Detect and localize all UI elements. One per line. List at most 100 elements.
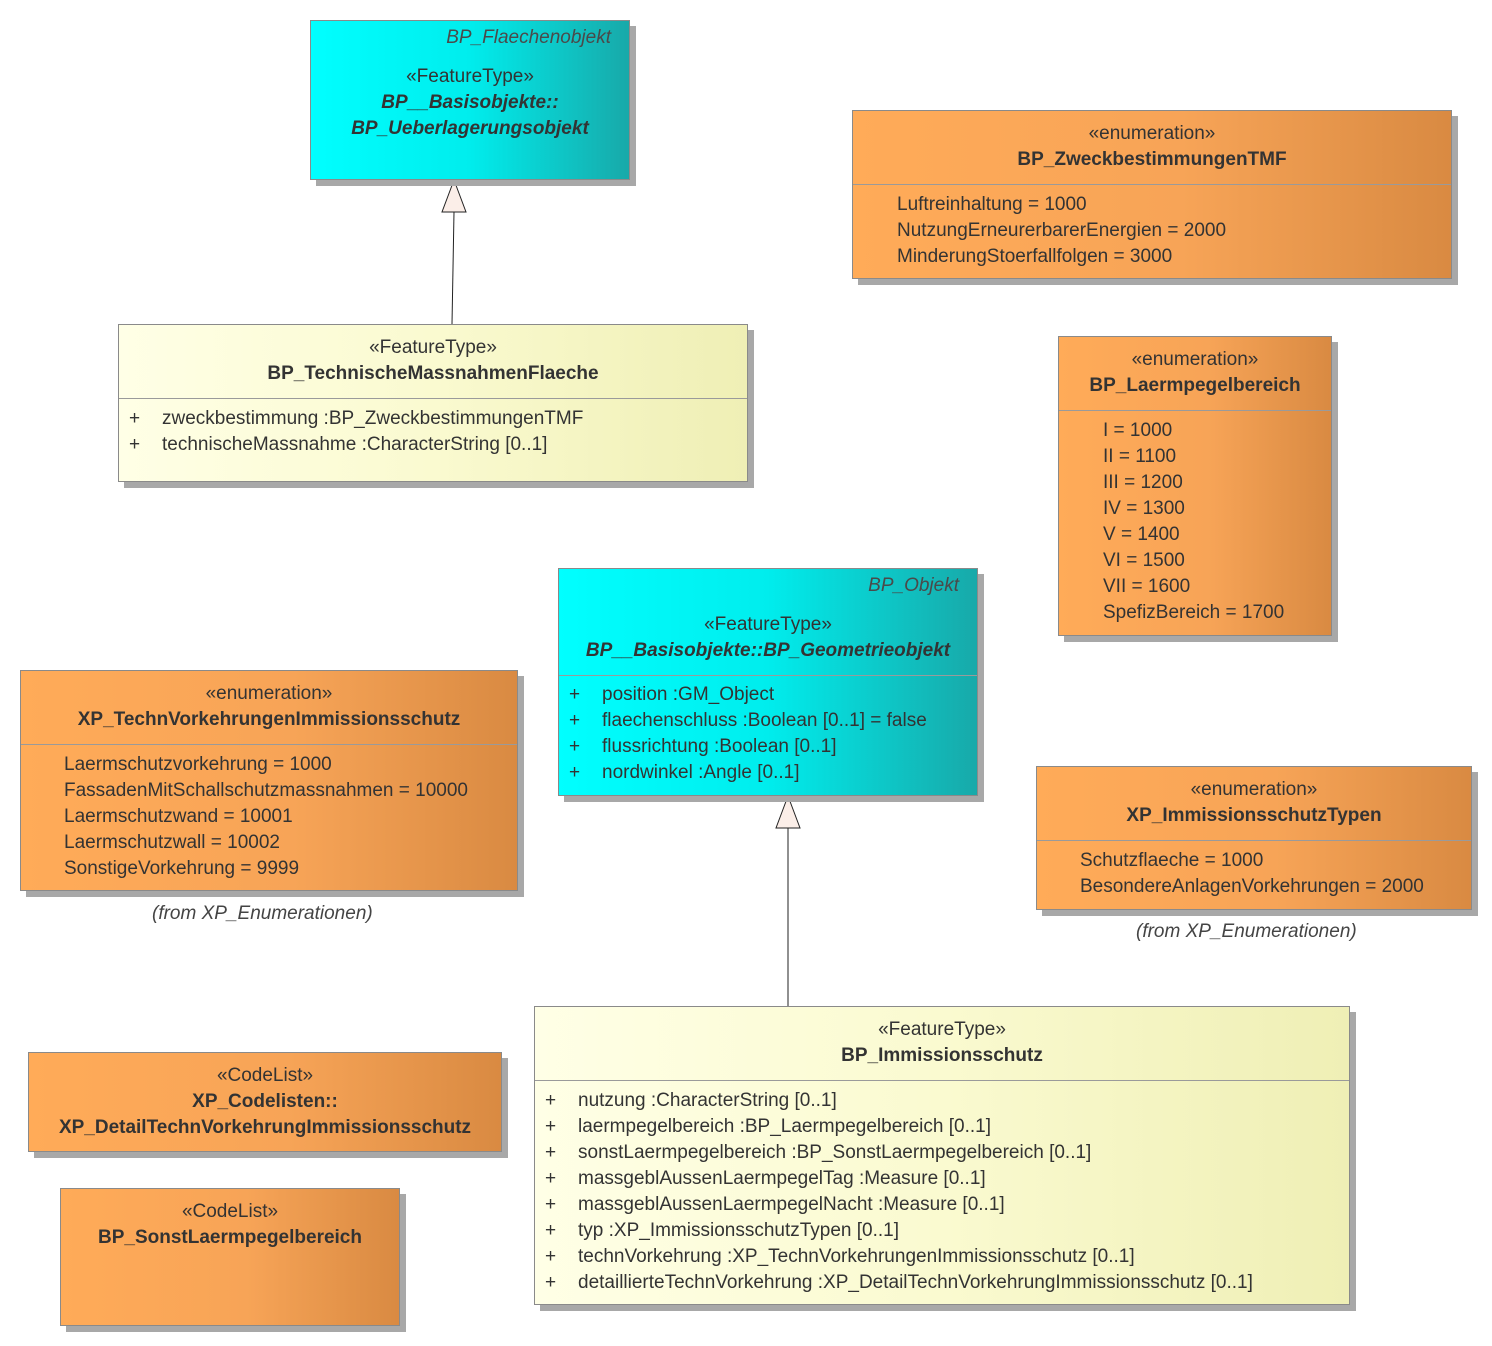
class-name-line2: BP_Ueberlagerungsobjekt [351, 118, 589, 139]
attribute-row: + technischeMassnahme :CharacterString [… [119, 432, 747, 458]
class-name: BP_Immissionsschutz [841, 1045, 1043, 1066]
enum-name: XP_TechnVorkehrungenImmissionsschutz [77, 709, 461, 730]
codelist-sonst-laermpegelbereich[interactable]: «CodeList» BP_SonstLaermpegelbereich [60, 1188, 400, 1326]
visibility-marker: + [569, 684, 581, 705]
class-name-line1: BP__Basisobjekte:: [381, 92, 559, 113]
enum-immissionsschutz-typen[interactable]: «enumeration» XP_ImmissionsschutzTypen S… [1036, 766, 1472, 910]
enum-zweckbestimmungen-tmf[interactable]: «enumeration» BP_ZweckbestimmungenTMF Lu… [852, 110, 1452, 279]
compartment-divider [853, 184, 1451, 185]
enum-laermpegelbereich[interactable]: «enumeration» BP_Laermpegelbereich I = 1… [1058, 336, 1332, 636]
visibility-marker: + [545, 1246, 557, 1267]
package-note: (from XP_Enumerationen) [1136, 921, 1357, 942]
enum-literal: Laermschutzwand = 10001 [64, 806, 293, 827]
attribute-row: + nutzung :CharacterString [0..1] [535, 1088, 1349, 1114]
enum-techn-vorkehrungen-immissionsschutz[interactable]: «enumeration» XP_TechnVorkehrungenImmiss… [20, 670, 518, 891]
attribute-text: massgeblAussenLaermpegelTag :Measure [0.… [578, 1168, 986, 1189]
attribute-row: + nordwinkel :Angle [0..1] [559, 760, 977, 786]
attribute-text: detaillierteTechnVorkehrung :XP_DetailTe… [578, 1272, 1253, 1293]
enum-literal: BesondereAnlagenVorkehrungen = 2000 [1080, 876, 1424, 897]
stereotype-label: «CodeList» [181, 1201, 279, 1222]
stereotype-label: «FeatureType» [704, 614, 832, 635]
class-ueberlagerungsobjekt[interactable]: BP_Flaechenobjekt «FeatureType» BP__Basi… [310, 20, 630, 180]
parent-class-label: BP_Objekt [868, 575, 959, 596]
attribute-text: nutzung :CharacterString [0..1] [578, 1090, 837, 1111]
compartment-divider [559, 675, 977, 676]
attribute-row: + technVorkehrung :XP_TechnVorkehrungenI… [535, 1244, 1349, 1270]
enum-literal: NutzungErneurerbarerEnergien = 2000 [897, 220, 1227, 241]
stereotype-label: «CodeList» [216, 1065, 314, 1086]
visibility-marker: + [569, 762, 581, 783]
literal-list: Laermschutzvorkehrung = 1000 FassadenMit… [21, 752, 517, 882]
attribute-text: technischeMassnahme :CharacterString [0.… [162, 434, 548, 455]
attribute-text: nordwinkel :Angle [0..1] [602, 762, 800, 783]
attribute-row: + sonstLaermpegelbereich :BP_SonstLaermp… [535, 1140, 1349, 1166]
stereotype-label: «FeatureType» [878, 1019, 1006, 1040]
enum-literal: Schutzflaeche = 1000 [1080, 850, 1264, 871]
attribute-row: + massgeblAussenLaermpegelTag :Measure [… [535, 1166, 1349, 1192]
enum-literal: VII = 1600 [1103, 576, 1191, 597]
class-name: BP_TechnischeMassnahmenFlaeche [267, 363, 599, 384]
enum-name: XP_ImmissionsschutzTypen [1126, 805, 1382, 826]
generalization-arrowhead-immissionsschutz [775, 794, 801, 829]
enum-literal: MinderungStoerfallfolgen = 3000 [897, 246, 1173, 267]
visibility-marker: + [545, 1220, 557, 1241]
stereotype-label: «FeatureType» [369, 337, 497, 358]
attribute-list: + position :GM_Object + flaechenschluss … [559, 682, 977, 786]
literal-list: I = 1000 II = 1100 III = 1200 IV = 1300 … [1059, 418, 1331, 626]
class-name: BP__Basisobjekte::BP_Geometrieobjekt [585, 640, 951, 661]
package-note: (from XP_Enumerationen) [152, 903, 373, 924]
enum-literal: Luftreinhaltung = 1000 [897, 194, 1087, 215]
enum-literal: III = 1200 [1103, 472, 1183, 493]
compartment-divider [1037, 840, 1471, 841]
class-geometrieobjekt[interactable]: BP_Objekt «FeatureType» BP__Basisobjekte… [558, 568, 978, 796]
enum-literal: I = 1000 [1103, 420, 1173, 441]
attribute-text: typ :XP_ImmissionsschutzTypen [0..1] [578, 1220, 900, 1241]
literal-list: Luftreinhaltung = 1000 NutzungErneurerba… [853, 192, 1451, 270]
visibility-marker: + [129, 408, 141, 429]
compartment-divider [535, 1080, 1349, 1081]
enum-literal: SonstigeVorkehrung = 9999 [64, 858, 300, 879]
enum-literal: Laermschutzvorkehrung = 1000 [64, 754, 332, 775]
parent-class-label: BP_Flaechenobjekt [446, 27, 611, 48]
literal-list: Schutzflaeche = 1000 BesondereAnlagenVor… [1037, 848, 1471, 900]
visibility-marker: + [545, 1142, 557, 1163]
visibility-marker: + [545, 1194, 557, 1215]
stereotype-label: «enumeration» [205, 683, 333, 704]
enum-name: BP_Laermpegelbereich [1089, 375, 1301, 396]
attribute-list: + zweckbestimmung :BP_ZweckbestimmungenT… [119, 406, 747, 458]
compartment-divider [1059, 410, 1331, 411]
class-technische-massnahmen-flaeche[interactable]: «FeatureType» BP_TechnischeMassnahmenFla… [118, 324, 748, 482]
compartment-divider [119, 398, 747, 399]
attribute-row: + flaechenschluss :Boolean [0..1] = fals… [559, 708, 977, 734]
attribute-text: sonstLaermpegelbereich :BP_SonstLaermpeg… [578, 1142, 1092, 1163]
visibility-marker: + [545, 1090, 557, 1111]
attribute-row: + position :GM_Object [559, 682, 977, 708]
generalization-arrowhead-technische [441, 178, 467, 213]
attribute-row: + flussrichtung :Boolean [0..1] [559, 734, 977, 760]
visibility-marker: + [545, 1272, 557, 1293]
enum-name: BP_ZweckbestimmungenTMF [1017, 149, 1287, 170]
attribute-row: + zweckbestimmung :BP_ZweckbestimmungenT… [119, 406, 747, 432]
codelist-name: BP_SonstLaermpegelbereich [98, 1227, 362, 1248]
visibility-marker: + [545, 1116, 557, 1137]
attribute-text: flussrichtung :Boolean [0..1] [602, 736, 837, 757]
class-immissionsschutz[interactable]: «FeatureType» BP_Immissionsschutz + nutz… [534, 1006, 1350, 1305]
enum-literal: VI = 1500 [1103, 550, 1185, 571]
attribute-text: technVorkehrung :XP_TechnVorkehrungenImm… [578, 1246, 1135, 1267]
stereotype-label: «enumeration» [1088, 123, 1216, 144]
visibility-marker: + [545, 1168, 557, 1189]
attribute-row: + massgeblAussenLaermpegelNacht :Measure… [535, 1192, 1349, 1218]
attribute-row: + laermpegelbereich :BP_Laermpegelbereic… [535, 1114, 1349, 1140]
enum-literal: II = 1100 [1103, 446, 1177, 467]
attribute-row: + detaillierteTechnVorkehrung :XP_Detail… [535, 1270, 1349, 1296]
attribute-list: + nutzung :CharacterString [0..1] + laer… [535, 1088, 1349, 1296]
stereotype-label: «FeatureType» [406, 66, 534, 87]
codelist-name-line2: XP_DetailTechnVorkehrungImmissionsschutz [58, 1117, 472, 1138]
codelist-detail-techn-vorkehrung[interactable]: «CodeList» XP_Codelisten:: XP_DetailTech… [28, 1052, 502, 1152]
enum-literal: V = 1400 [1103, 524, 1180, 545]
attribute-text: laermpegelbereich :BP_Laermpegelbereich … [578, 1116, 991, 1137]
attribute-text: zweckbestimmung :BP_ZweckbestimmungenTMF [162, 408, 584, 429]
visibility-marker: + [129, 434, 141, 455]
enum-literal: IV = 1300 [1103, 498, 1185, 519]
